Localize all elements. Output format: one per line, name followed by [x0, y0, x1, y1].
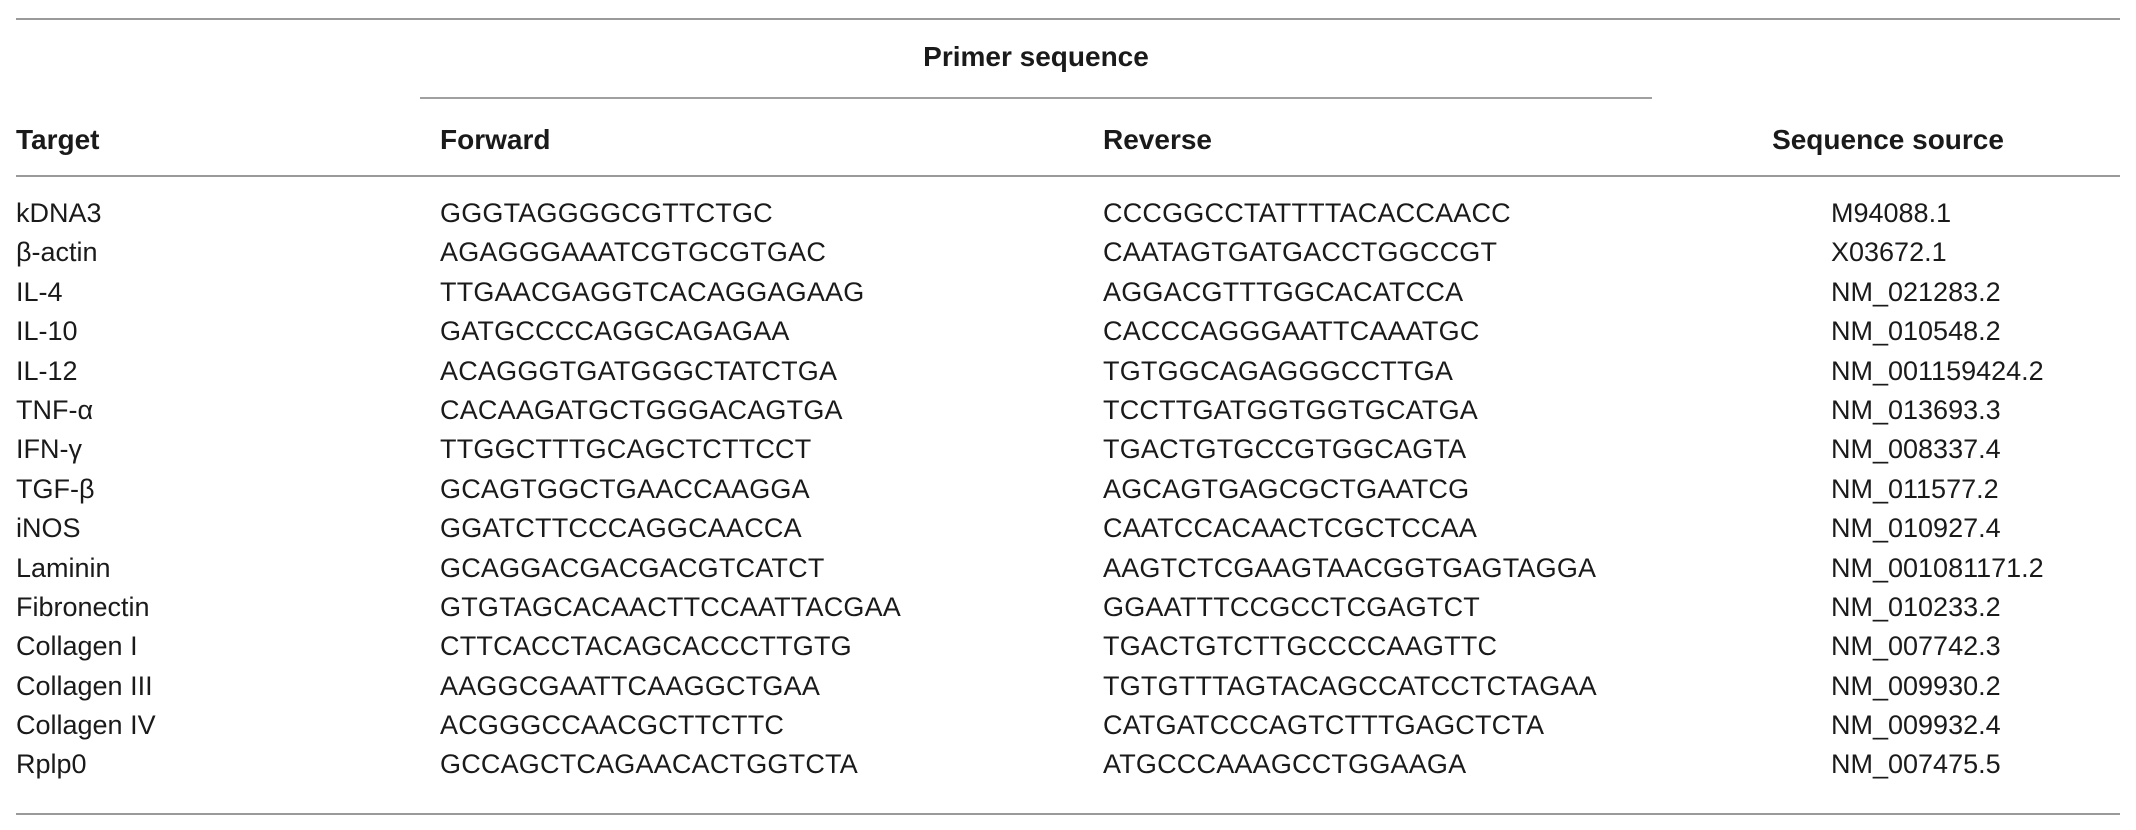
cell-source: NM_001081171.2: [1831, 552, 2044, 583]
header-sequence-source: Sequence source: [1772, 124, 2004, 155]
header-forward: Forward: [440, 124, 551, 155]
cell-target: TGF-β: [16, 473, 95, 504]
cell-reverse: AGGACGTTTGGCACATCCA: [1103, 276, 1464, 307]
cell-source: M94088.1: [1831, 198, 1952, 228]
cell-source: NM_010233.2: [1831, 591, 2001, 622]
cell-reverse: CCCGGCCTATTTTACACCAACC: [1103, 198, 1511, 228]
table-row: IL-12 ACAGGGTGATGGGCTATCTGA TGTGGCAGAGGG…: [16, 352, 2120, 391]
cell-reverse: CATGATCCCAGTCTTTGAGCTCTA: [1103, 710, 1545, 741]
header-rule: [16, 175, 2120, 177]
table-row: Collagen I CTTCACCTACAGCACCCTTGTG TGACTG…: [16, 627, 2120, 666]
cell-target: Laminin: [16, 552, 111, 583]
table-row: kDNA3 GGGTAGGGGCGTTCTGC CCCGGCCTATTTTACA…: [16, 194, 2120, 233]
cell-target: Collagen IV: [16, 710, 156, 741]
cell-forward: AGAGGGAAATCGTGCGTGAC: [440, 237, 827, 268]
cell-source: NM_009932.4: [1831, 710, 2001, 741]
cell-source: NM_013693.3: [1831, 394, 2001, 425]
cell-forward: GCAGTGGCTGAACCAAGGA: [440, 473, 810, 504]
table-body: kDNA3 GGGTAGGGGCGTTCTGC CCCGGCCTATTTTACA…: [16, 194, 2120, 785]
cell-source: NM_007742.3: [1831, 631, 2001, 662]
cell-target: TNF-α: [16, 394, 94, 425]
cell-forward: GCAGGACGACGACGTCATCT: [440, 552, 825, 583]
table-row: Laminin GCAGGACGACGACGTCATCT AAGTCTCGAAG…: [16, 549, 2120, 588]
table-row: β-actin AGAGGGAAATCGTGCGTGAC CAATAGTGATG…: [16, 233, 2120, 272]
cell-reverse: TGACTGTGCCGTGGCAGTA: [1103, 434, 1467, 465]
header-reverse: Reverse: [1103, 124, 1212, 155]
table-row: IL-10 GATGCCCCAGGCAGAGAA CACCCAGGGAATTCA…: [16, 312, 2120, 351]
cell-target: iNOS: [16, 513, 81, 544]
cell-reverse: TGTGGCAGAGGGCCTTGA: [1103, 355, 1454, 386]
cell-forward: GGGTAGGGGCGTTCTGC: [440, 198, 773, 228]
cell-source: NM_010548.2: [1831, 316, 2001, 347]
cell-forward: ACGGGCCAACGCTTCTTC: [440, 710, 785, 741]
cell-forward: CACAAGATGCTGGGACAGTGA: [440, 394, 843, 425]
cell-target: IL-12: [16, 355, 78, 386]
table-row: Fibronectin GTGTAGCACAACTTCCAATTACGAA GG…: [16, 588, 2120, 627]
cell-reverse: TGTGTTTAGTACAGCCATCCTCTAGAA: [1103, 670, 1597, 701]
top-rule: [16, 18, 2120, 20]
cell-source: X03672.1: [1831, 237, 1947, 268]
cell-target: Collagen I: [16, 631, 138, 662]
cell-reverse: AAGTCTCGAAGTAACGGTGAGTAGGA: [1103, 552, 1597, 583]
cell-target: β-actin: [16, 237, 98, 268]
table-row: IFN-γ TTGGCTTTGCAGCTCTTCCT TGACTGTGCCGTG…: [16, 430, 2120, 469]
cell-target: Rplp0: [16, 749, 87, 780]
table-row: TNF-α CACAAGATGCTGGGACAGTGA TCCTTGATGGTG…: [16, 391, 2120, 430]
cell-reverse: TCCTTGATGGTGGTGCATGA: [1103, 394, 1478, 425]
cell-reverse: CACCCAGGGAATTCAAATGC: [1103, 316, 1480, 347]
cell-source: NM_010927.4: [1831, 513, 2001, 544]
cell-forward: GATGCCCCAGGCAGAGAA: [440, 316, 790, 347]
table-row: iNOS GGATCTTCCCAGGCAACCA CAATCCACAACTCGC…: [16, 509, 2120, 548]
cell-forward: CTTCACCTACAGCACCCTTGTG: [440, 631, 852, 662]
cell-source: NM_009930.2: [1831, 670, 2001, 701]
table-row: IL-4 TTGAACGAGGTCACAGGAGAAG AGGACGTTTGGC…: [16, 273, 2120, 312]
table-row: Rplp0 GCCAGCTCAGAACACTGGTCTA ATGCCCAAAGC…: [16, 745, 2120, 784]
cell-source: NM_008337.4: [1831, 434, 2001, 465]
cell-forward: TTGAACGAGGTCACAGGAGAAG: [440, 276, 865, 307]
cell-forward: AAGGCGAATTCAAGGCTGAA: [440, 670, 821, 701]
cell-reverse: CAATCCACAACTCGCTCCAA: [1103, 513, 1478, 544]
cell-forward: ACAGGGTGATGGGCTATCTGA: [440, 355, 838, 386]
table-row: Collagen IV ACGGGCCAACGCTTCTTC CATGATCCC…: [16, 706, 2120, 745]
cell-reverse: AGCAGTGAGCGCTGAATCG: [1103, 473, 1470, 504]
cell-target: kDNA3: [16, 198, 102, 228]
cell-reverse: ATGCCCAAAGCCTGGAAGA: [1103, 749, 1467, 780]
cell-source: NM_007475.5: [1831, 749, 2001, 780]
header-target: Target: [16, 124, 100, 155]
cell-target: IL-10: [16, 316, 78, 347]
cell-reverse: CAATAGTGATGACCTGGCCGT: [1103, 237, 1498, 268]
cell-source: NM_021283.2: [1831, 276, 2001, 307]
cell-forward: TTGGCTTTGCAGCTCTTCCT: [440, 434, 812, 465]
cell-reverse: GGAATTTCCGCCTCGAGTCT: [1103, 591, 1480, 622]
cell-forward: GGATCTTCCCAGGCAACCA: [440, 513, 802, 544]
bottom-rule: [16, 813, 2120, 815]
cell-source: NM_001159424.2: [1831, 355, 2044, 386]
cell-forward: GCCAGCTCAGAACACTGGTCTA: [440, 749, 858, 780]
cell-source: NM_011577.2: [1831, 473, 1999, 504]
primer-span-rule: [420, 97, 1652, 99]
cell-target: Collagen III: [16, 670, 153, 701]
cell-forward: GTGTAGCACAACTTCCAATTACGAA: [440, 591, 902, 622]
cell-target: IL-4: [16, 276, 63, 307]
table-row: TGF-β GCAGTGGCTGAACCAAGGA AGCAGTGAGCGCTG…: [16, 470, 2120, 509]
cell-reverse: TGACTGTCTTGCCCCAAGTTC: [1103, 631, 1498, 662]
header-primer-sequence: Primer sequence: [923, 41, 1149, 72]
cell-target: Fibronectin: [16, 591, 150, 622]
cell-target: IFN-γ: [16, 434, 82, 465]
table-row: Collagen III AAGGCGAATTCAAGGCTGAA TGTGTT…: [16, 667, 2120, 706]
